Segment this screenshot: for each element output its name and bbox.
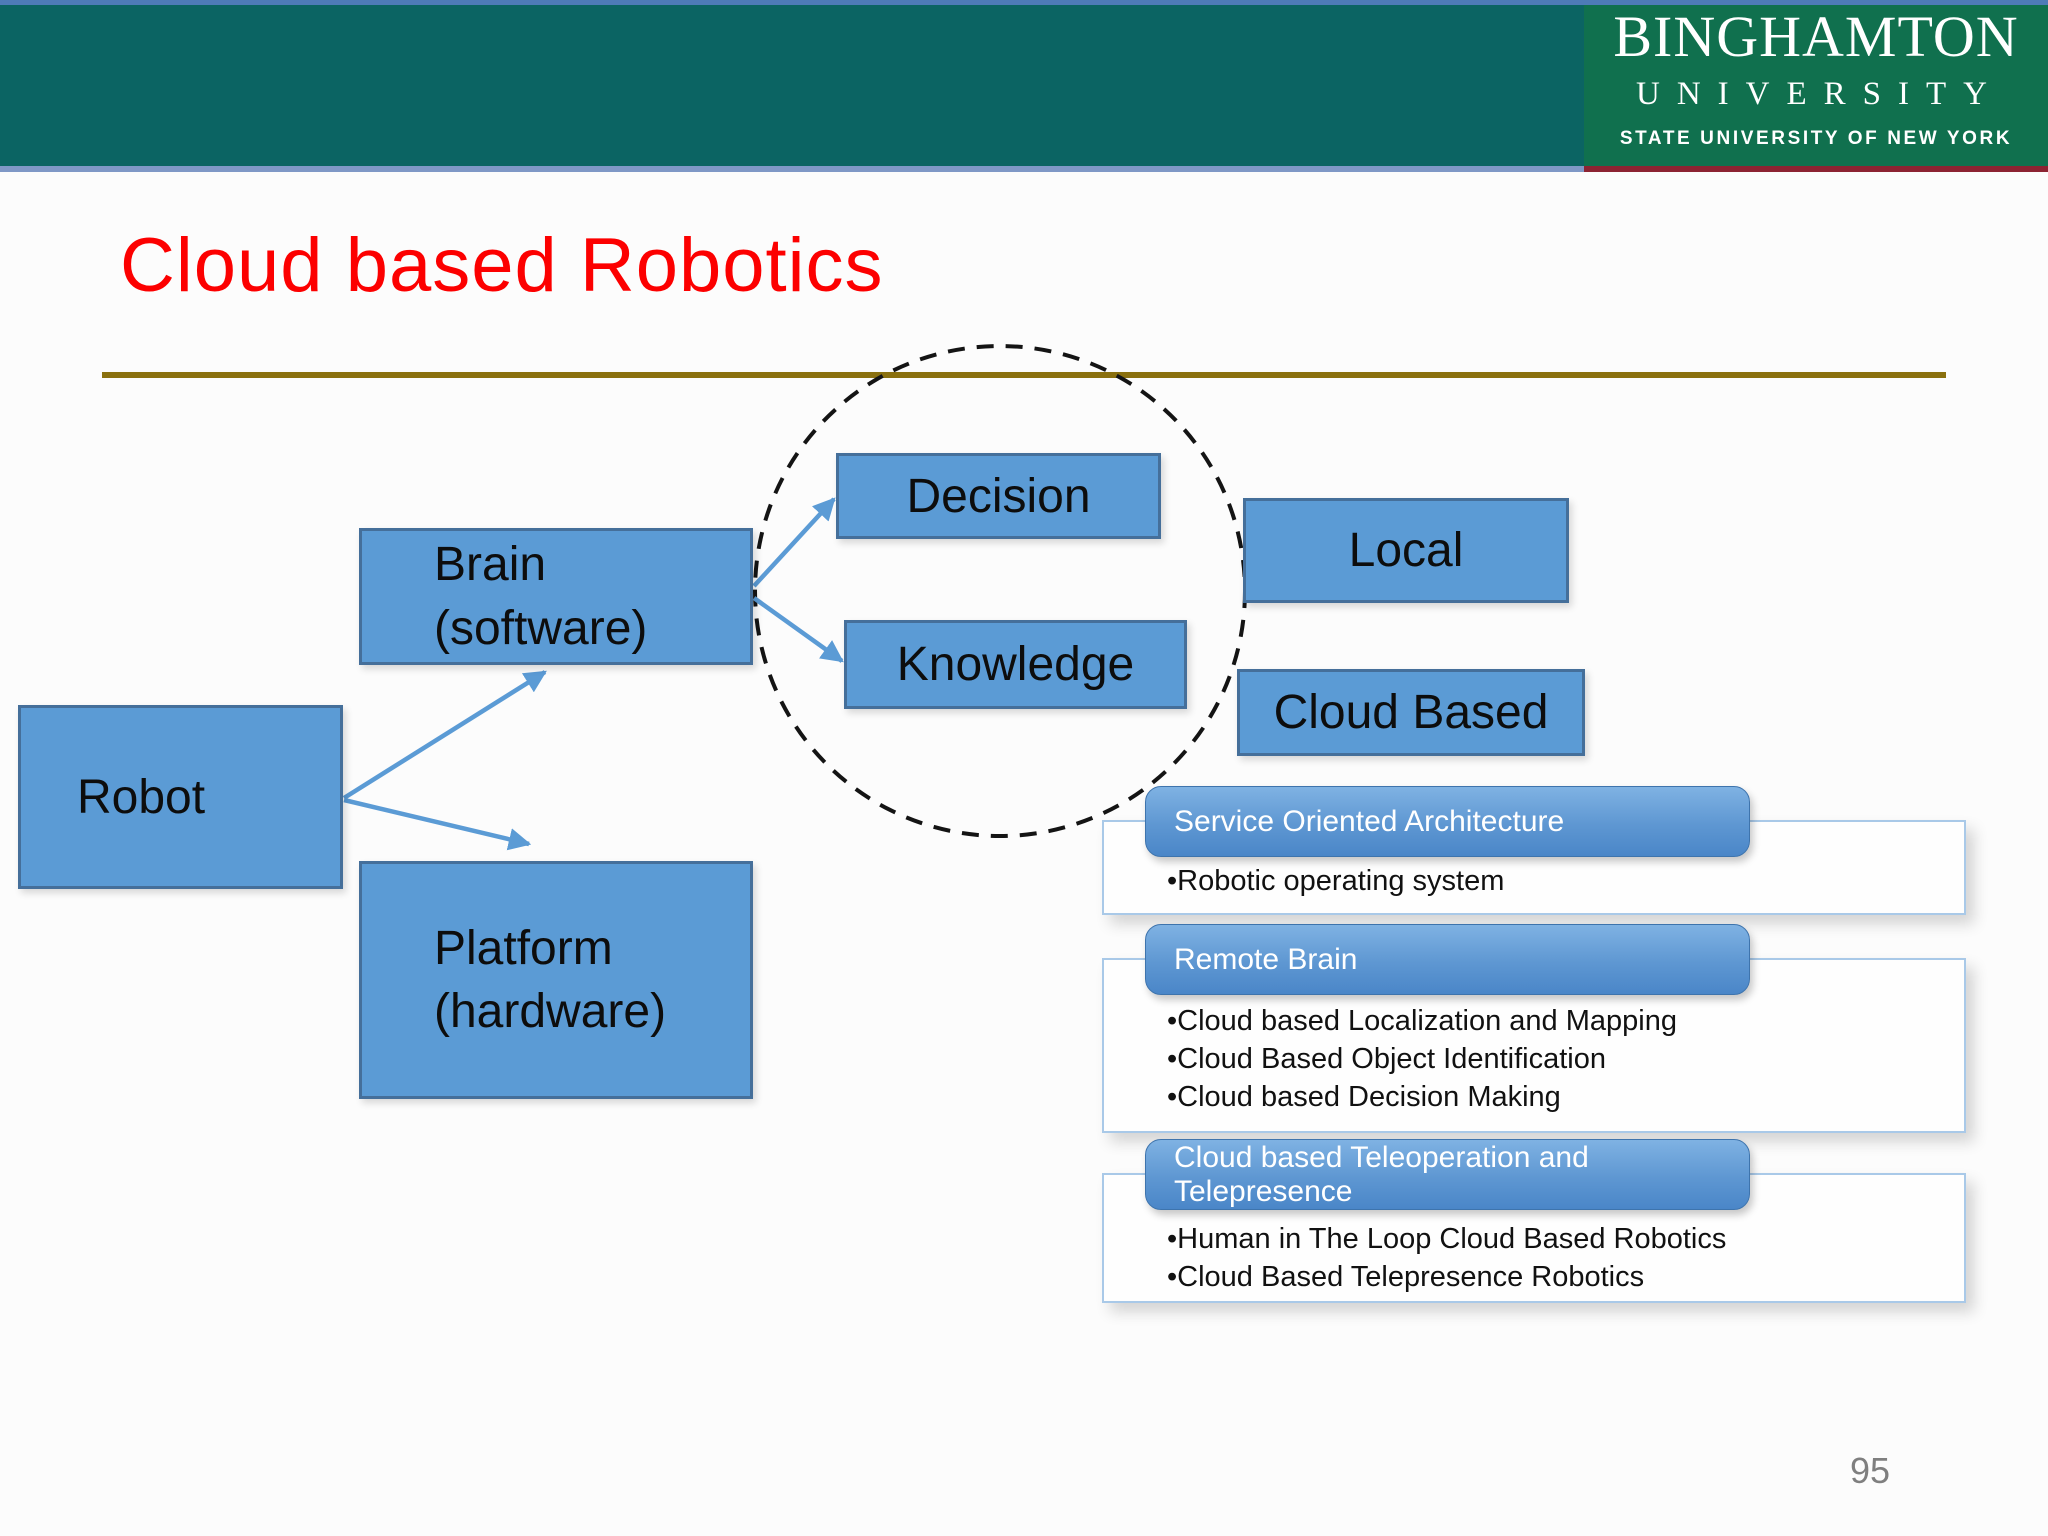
bullet-item: Cloud based Localization and Mapping [1167, 1002, 1677, 1040]
arrow-robot-to-brain [342, 670, 547, 800]
node-robot: Robot [18, 705, 343, 889]
bullet-item: Cloud Based Telepresence Robotics [1167, 1258, 1726, 1296]
bullet-item: Human in The Loop Cloud Based Robotics [1167, 1220, 1726, 1258]
node-decision: Decision [836, 453, 1161, 539]
arrow-brain-to-knowledge [752, 596, 844, 663]
node-platform-hardware: Platform (hardware) [359, 861, 753, 1099]
node-cloud-based: Cloud Based [1237, 669, 1585, 756]
page-number: 95 [1850, 1450, 1891, 1491]
node-decision-label: Decision [906, 469, 1091, 523]
dashed-focus-circle [753, 344, 1247, 838]
panel-remote-brain-bullets: Cloud based Localization and Mapping Clo… [1167, 1002, 1677, 1116]
node-platform-line1: Platform [434, 921, 613, 975]
node-knowledge: Knowledge [844, 620, 1187, 709]
node-cloud-based-label: Cloud Based [1273, 686, 1549, 739]
arrow-robot-to-platform [343, 797, 532, 851]
banner-top-blue-strip [0, 0, 2048, 5]
logo-university-name: BINGHAMTON [1613, 4, 2019, 69]
node-brain-line2: (software) [434, 601, 648, 655]
title-divider-line [102, 372, 1946, 378]
panel-remote-brain-header: Remote Brain [1145, 924, 1750, 995]
panel-remote-brain-header-label: Remote Brain [1174, 942, 1358, 976]
panel-soa-bullets: Robotic operating system [1167, 862, 1504, 900]
bullet-item: Cloud Based Object Identification [1167, 1040, 1677, 1078]
node-brain-software: Brain (software) [359, 528, 753, 665]
binghamton-logo: BINGHAMTON UNIVERSITY STATE UNIVERSITY O… [1584, 0, 2048, 172]
bullet-item: Robotic operating system [1167, 862, 1504, 900]
panel-teleoperation-bullets: Human in The Loop Cloud Based Robotics C… [1167, 1220, 1726, 1296]
panel-service-oriented-architecture: Service Oriented Architecture Robotic op… [1102, 786, 1966, 915]
arrow-brain-to-decision [752, 497, 836, 588]
node-brain-label: Brain (software) [434, 533, 647, 660]
node-brain-line1: Brain [434, 538, 547, 592]
page-title: Cloud based Robotics [120, 223, 884, 308]
panel-soa-header: Service Oriented Architecture [1145, 786, 1750, 857]
node-platform-label: Platform (hardware) [434, 917, 666, 1044]
bullet-item: Cloud based Decision Making [1167, 1078, 1677, 1116]
node-local-label: Local [1348, 524, 1464, 577]
logo-university-word: UNIVERSITY [1636, 76, 2004, 112]
node-platform-line2: (hardware) [434, 985, 667, 1038]
node-robot-label: Robot [77, 770, 206, 824]
panel-teleoperation-header: Cloud based Teleoperation and Telepresen… [1145, 1139, 1750, 1210]
panel-remote-brain: Remote Brain Cloud based Localization an… [1102, 924, 1966, 1133]
panel-soa-header-label: Service Oriented Architecture [1174, 804, 1565, 838]
panel-cloud-teleoperation: Cloud based Teleoperation and Telepresen… [1102, 1139, 1966, 1303]
node-local: Local [1243, 498, 1569, 603]
panel-teleoperation-header-label: Cloud based Teleoperation and Telepresen… [1174, 1140, 1589, 1208]
logo-tagline: STATE UNIVERSITY OF NEW YORK [1619, 128, 2013, 149]
node-knowledge-label: Knowledge [896, 638, 1135, 691]
